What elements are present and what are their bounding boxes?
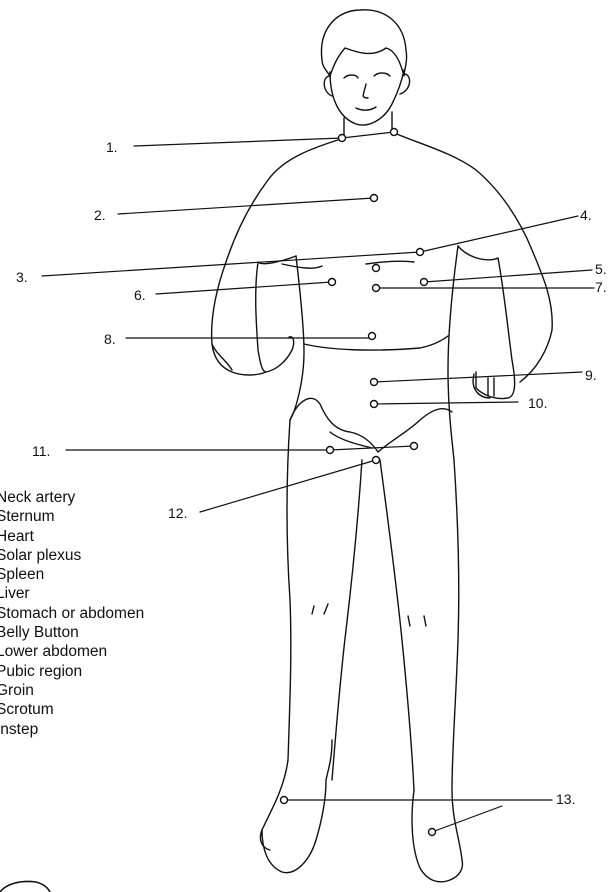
legend-item-solar-plexus: Solar plexus (0, 546, 144, 565)
figure-left-leg (260, 420, 290, 850)
figure-right-shoulder (392, 132, 552, 330)
figure-left-forearm (256, 256, 296, 372)
legend-item-scrotum: Scrotum (0, 700, 144, 719)
callout-2: 2. (94, 207, 106, 223)
figure-right-foot (412, 790, 463, 882)
figure-knee-marks (312, 604, 426, 626)
legend-item-pubic-region: Pubic region (0, 662, 144, 681)
leader-line-1 (134, 138, 342, 146)
leader-line-4 (420, 216, 578, 252)
leader-line-13b (432, 806, 502, 832)
legend-item-stomach: Stomach or abdomen (0, 604, 144, 623)
marker-scrotum (373, 457, 380, 464)
callout-10: 10. (528, 395, 547, 411)
legend-item-groin: Groin (0, 681, 144, 700)
callout-8: 8. (104, 331, 116, 347)
figure-right-eye (374, 73, 390, 76)
callout-12: 12. (168, 505, 187, 521)
legend-item-instep: Instep (0, 720, 144, 739)
marker-spleen (421, 279, 428, 286)
legend-item-liver: Liver (0, 584, 144, 603)
callout-7: 7. (595, 279, 607, 295)
figure-right-fingers (488, 378, 494, 396)
callout-6: 6. (134, 287, 146, 303)
marker-instep-left (281, 797, 288, 804)
callout-13: 13. (556, 791, 575, 807)
leader-line-5 (424, 270, 592, 282)
marker-neck-right (391, 129, 398, 136)
legend-item-neck-artery: Neck artery (0, 488, 144, 507)
figure-pec-line (282, 264, 322, 268)
marker-lower-abdomen (371, 379, 378, 386)
figure-chest-line (366, 261, 414, 264)
marker-stomach (373, 285, 380, 292)
legend-item-heart: Heart (0, 527, 144, 546)
marker-instep-right (429, 829, 436, 836)
marker-heart (417, 249, 424, 256)
marker-belly-button (369, 333, 376, 340)
legend-item-lower-abdomen: Lower abdomen (0, 642, 144, 661)
seal-fragment (0, 881, 50, 892)
legend-item-spleen: Spleen (0, 565, 144, 584)
legend-list: Neck artery Sternum Heart Solar plexus S… (0, 488, 144, 739)
marker-groin-right (411, 443, 418, 450)
figure-nose (363, 84, 368, 98)
figure-hair (321, 10, 406, 76)
figure-mouth (356, 107, 376, 110)
callout-1: 1. (106, 139, 118, 155)
figure-right-inner-arm (448, 246, 458, 460)
marker-liver (329, 279, 336, 286)
leader-line-6 (156, 282, 332, 294)
marker-sternum (371, 195, 378, 202)
figure-right-inner-leg (380, 460, 414, 790)
leader-line-10 (374, 402, 518, 404)
leader-line-3 (42, 252, 420, 276)
figure-left-shoulder (212, 138, 344, 344)
figure-right-ear (400, 74, 410, 94)
legend-item-belly-button: Belly Button (0, 623, 144, 642)
callout-4: 4. (580, 207, 592, 223)
marker-groin-left (327, 447, 334, 454)
callout-3: 3. (16, 269, 28, 285)
legend-item-sternum: Sternum (0, 507, 144, 526)
callout-5: 5. (595, 261, 607, 277)
leader-line-11b (330, 446, 414, 450)
point-markers (281, 129, 436, 836)
marker-neck-left (339, 135, 346, 142)
leader-line-1b (342, 132, 394, 138)
callout-11: 11. (32, 443, 50, 459)
figure-left-eye (344, 75, 358, 78)
marker-pubic-region (371, 401, 378, 408)
leader-line-9 (374, 372, 582, 382)
figure-left-inner-leg (332, 460, 362, 780)
marker-solar-plexus (373, 265, 380, 272)
figure-left-foot (262, 740, 332, 873)
callout-9: 9. (585, 367, 597, 383)
figure-crotch (330, 432, 372, 448)
leader-line-2 (118, 198, 374, 214)
